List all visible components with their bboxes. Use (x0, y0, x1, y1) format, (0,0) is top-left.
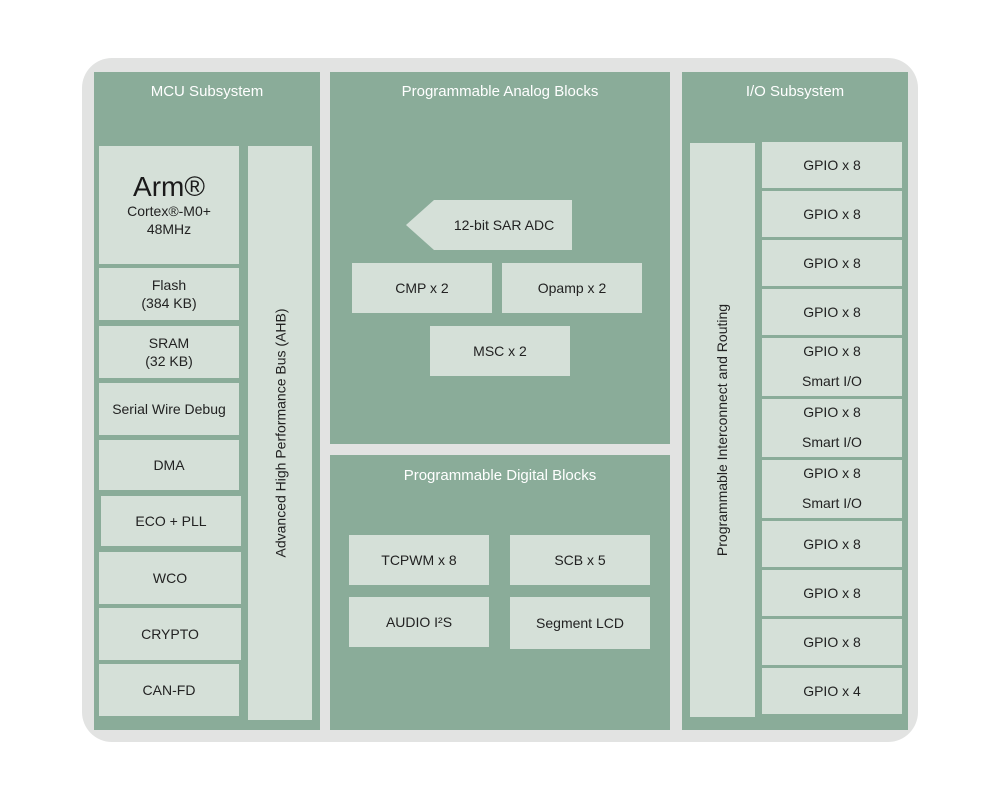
arm-core-block: Arm® Cortex®-M0+ 48MHz (99, 146, 239, 264)
digital-blocks-title: Programmable Digital Blocks (403, 467, 597, 484)
cmp-block: CMP x 2 (352, 263, 492, 313)
gpio-label: GPIO x 8 (803, 465, 861, 481)
ahb-bus-label: Advanced High Performance Bus (AHB) (272, 308, 288, 558)
ahb-bus-block: Advanced High Performance Bus (AHB) (248, 146, 312, 720)
gpio-label: GPIO x 4 (803, 683, 861, 699)
digital-blocks-panel: Programmable Digital Blocks (330, 455, 670, 730)
sar-adc-block: 12-bit SAR ADC (406, 200, 572, 250)
gpio-block: GPIO x 8 (762, 289, 902, 335)
sram-size: (32 KB) (145, 353, 193, 369)
gpio-smart-io-block: GPIO x 8 Smart I/O (762, 399, 902, 457)
flash-label: Flash (151, 277, 187, 293)
flash-size: (384 KB) (141, 295, 197, 311)
smart-io-label: Smart I/O (802, 434, 862, 450)
gpio-label: GPIO x 8 (803, 255, 861, 271)
gpio-block: GPIO x 8 (762, 240, 902, 286)
gpio-smart-io-block: GPIO x 8 Smart I/O (762, 460, 902, 518)
arm-brand: Arm® (133, 171, 205, 202)
gpio-label: GPIO x 8 (803, 536, 861, 552)
io-subsystem-title: I/O Subsystem (745, 83, 845, 100)
wco-block: WCO (99, 552, 241, 604)
smart-io-label: Smart I/O (802, 495, 862, 511)
tcpwm-block: TCPWM x 8 (349, 535, 489, 585)
interconnect-routing-block: Programmable Interconnect and Routing (690, 143, 755, 717)
scb-block: SCB x 5 (510, 535, 650, 585)
mcu-subsystem-title: MCU Subsystem (150, 83, 264, 100)
gpio-block: GPIO x 8 (762, 619, 902, 665)
flash-block: Flash (384 KB) (99, 268, 239, 320)
gpio-block: GPIO x 8 (762, 142, 902, 188)
analog-blocks-panel: Programmable Analog Blocks (330, 72, 670, 444)
serial-wire-debug-block: Serial Wire Debug (99, 383, 239, 435)
sram-label: SRAM (148, 335, 190, 351)
smart-io-label: Smart I/O (802, 373, 862, 389)
sar-adc-arrow-shape (406, 200, 572, 250)
crypto-block: CRYPTO (99, 608, 241, 660)
eco-pll-block: ECO + PLL (101, 496, 241, 546)
sram-block: SRAM (32 KB) (99, 326, 239, 378)
gpio-smart-io-block: GPIO x 8 Smart I/O (762, 338, 902, 396)
gpio-label: GPIO x 8 (803, 304, 861, 320)
sar-adc-label: 12-bit SAR ADC (453, 217, 555, 233)
gpio-block: GPIO x 8 (762, 191, 902, 237)
analog-blocks-title: Programmable Analog Blocks (401, 83, 599, 100)
gpio-label: GPIO x 8 (803, 585, 861, 601)
can-fd-block: CAN-FD (99, 664, 239, 716)
gpio-label: GPIO x 8 (803, 206, 861, 222)
arm-core-frequency: 48MHz (146, 221, 192, 237)
gpio-block: GPIO x 8 (762, 570, 902, 616)
opamp-block: Opamp x 2 (502, 263, 642, 313)
interconnect-routing-label: Programmable Interconnect and Routing (714, 303, 731, 557)
arm-core-name: Cortex®-M0+ (127, 203, 211, 219)
segment-lcd-block: Segment LCD (510, 597, 650, 649)
gpio-block: GPIO x 8 (762, 521, 902, 567)
dma-block: DMA (99, 440, 239, 490)
audio-i2s-block: AUDIO I²S (349, 597, 489, 647)
gpio-label: GPIO x 8 (803, 634, 861, 650)
gpio-label: GPIO x 8 (803, 404, 861, 420)
gpio-label: GPIO x 8 (803, 157, 861, 173)
gpio-block: GPIO x 4 (762, 668, 902, 714)
gpio-label: GPIO x 8 (803, 343, 861, 359)
msc-block: MSC x 2 (430, 326, 570, 376)
